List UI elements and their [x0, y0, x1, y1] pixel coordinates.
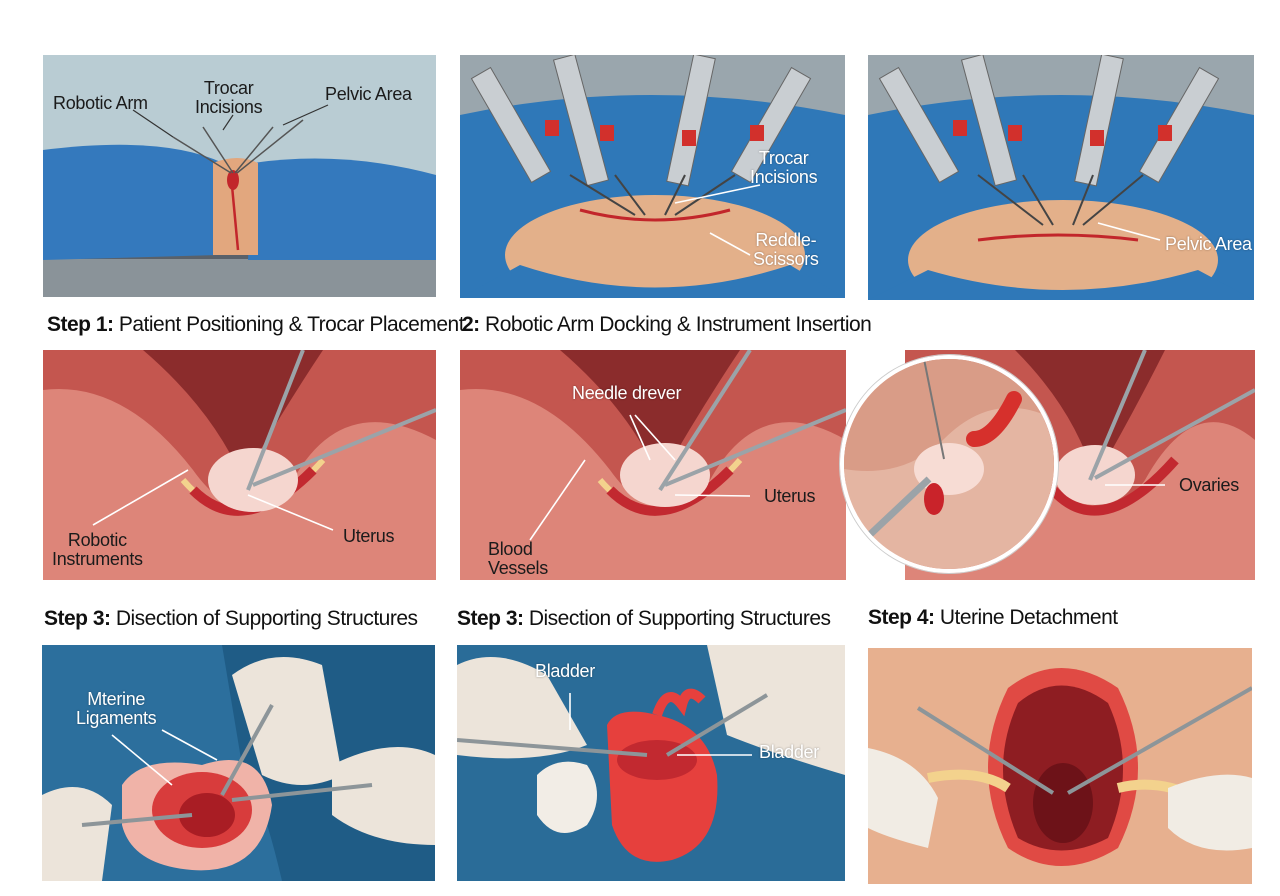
- label-uterus-2: Uterus: [764, 486, 816, 506]
- label-trocar-incisions-2: Trocar Incisions: [750, 148, 818, 187]
- needle-driver-illustration: [460, 350, 846, 580]
- caption-step-3b: Step 3: Disection of Supporting Structur…: [457, 607, 831, 631]
- label-robotic-instruments: Robotic Instruments: [52, 530, 143, 569]
- label-uterus: Uterus: [343, 526, 395, 546]
- panel-needle-driver: Needle drever Uterus Blood Vessels: [460, 350, 846, 580]
- caption-step-2: 2: Robotic Arm Docking & Instrument Inse…: [462, 313, 872, 337]
- label-needle-driver: Needle drever: [572, 383, 682, 403]
- panel-patient-positioning: Robotic Arm Trocar Incisions Pelvic Area: [43, 55, 436, 297]
- caption-step-3a: Step 3: Disection of Supporting Structur…: [44, 607, 418, 631]
- panel-uterine-ligaments: Mterine Ligaments: [42, 645, 435, 881]
- panel-robotic-pelvic: Pelvic Area: [868, 55, 1254, 300]
- magnified-uterus-illustration: [844, 359, 1054, 569]
- panel-uterine-detachment: [868, 648, 1252, 884]
- caption-step-3a-text: Disection of Supporting Structures: [110, 607, 418, 630]
- panel-bladder: Bladder Bladder: [457, 645, 845, 881]
- caption-step-4: Step 4: Uterine Detachment: [868, 606, 1118, 630]
- panel-robotic-docking: Trocar Incisions Reddle- Scissors: [460, 55, 845, 298]
- caption-step-3b-prefix: Step 3:: [457, 607, 524, 630]
- caption-step-1-prefix: Step 1:: [47, 313, 114, 336]
- label-pelvic-area-2: Pelvic Area: [1165, 234, 1252, 254]
- robotic-docking-illustration: [460, 55, 845, 298]
- caption-step-1-text: Patient Positioning & Trocar Placement: [113, 313, 465, 336]
- caption-step-4-prefix: Step 4:: [868, 606, 935, 629]
- robotic-pelvic-illustration: [868, 55, 1254, 300]
- caption-step-4-text: Uterine Detachment: [934, 606, 1118, 629]
- uterine-detachment-illustration: [868, 648, 1252, 884]
- caption-step-3a-prefix: Step 3:: [44, 607, 111, 630]
- label-pelvic-area: Pelvic Area: [325, 84, 412, 104]
- label-reddle-scissors: Reddle- Scissors: [753, 230, 819, 269]
- bladder-illustration: [457, 645, 845, 881]
- panel-uterus-instruments: Robotic Instruments Uterus: [43, 350, 436, 580]
- label-ovaries: Ovaries: [1179, 475, 1239, 495]
- label-bladder: Bladder: [535, 661, 595, 681]
- uterus-instruments-illustration: [43, 350, 436, 580]
- label-uterine-ligaments: Mterine Ligaments: [76, 689, 157, 728]
- label-bladder-2: Bladder: [759, 742, 819, 762]
- patient-positioning-illustration: [43, 55, 436, 297]
- label-blood-vessels: Blood Vessels: [488, 539, 548, 578]
- caption-step-3b-text: Disection of Supporting Structures: [523, 607, 831, 630]
- label-robotic-arm: Robotic Arm: [53, 93, 148, 113]
- caption-step-1: Step 1: Patient Positioning & Trocar Pla…: [47, 313, 465, 337]
- uterine-ligaments-illustration: [42, 645, 435, 881]
- label-trocar-incisions: Trocar Incisions: [195, 78, 263, 117]
- caption-step-2-prefix: 2:: [462, 313, 480, 336]
- caption-step-2-text: Robotic Arm Docking & Instrument Inserti…: [479, 313, 872, 336]
- inset-magnified-view: [840, 355, 1058, 573]
